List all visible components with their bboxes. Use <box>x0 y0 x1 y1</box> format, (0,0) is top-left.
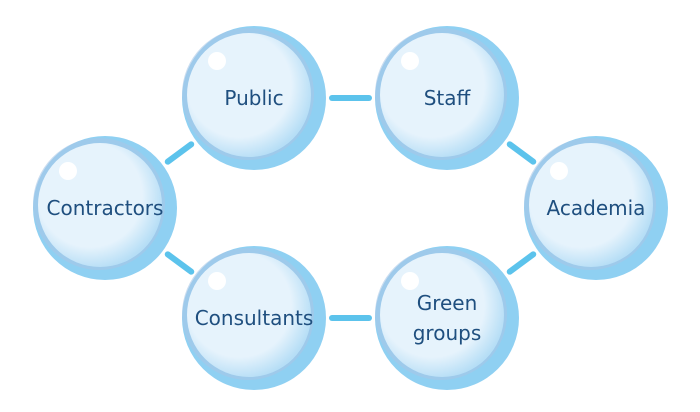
node-staff: Staff <box>375 26 519 170</box>
bubble-inner <box>380 253 504 377</box>
node-label: Academia <box>547 196 646 220</box>
bubble-highlight <box>401 272 419 290</box>
bubble-highlight <box>208 52 226 70</box>
node-label: Public <box>224 86 283 110</box>
bubble-highlight <box>208 272 226 290</box>
bubble-highlight <box>59 162 77 180</box>
link-public-contractors <box>164 141 195 165</box>
link-green-groups-academia <box>506 251 537 275</box>
node-green-groups: Green groups <box>375 246 519 390</box>
bubble-highlight <box>401 52 419 70</box>
node-label: Green <box>417 291 478 315</box>
node-contractors: Contractors <box>33 136 177 280</box>
node-consultants: Consultants <box>182 246 326 390</box>
link-contractors-consultants <box>164 251 195 275</box>
node-public: Public <box>182 26 326 170</box>
node-label: Consultants <box>195 306 314 330</box>
bubble-highlight <box>550 162 568 180</box>
node-label: Contractors <box>47 196 164 220</box>
node-label: Staff <box>424 86 472 110</box>
node-academia: Academia <box>524 136 668 280</box>
node-label: groups <box>413 321 482 345</box>
link-staff-academia <box>506 141 537 165</box>
